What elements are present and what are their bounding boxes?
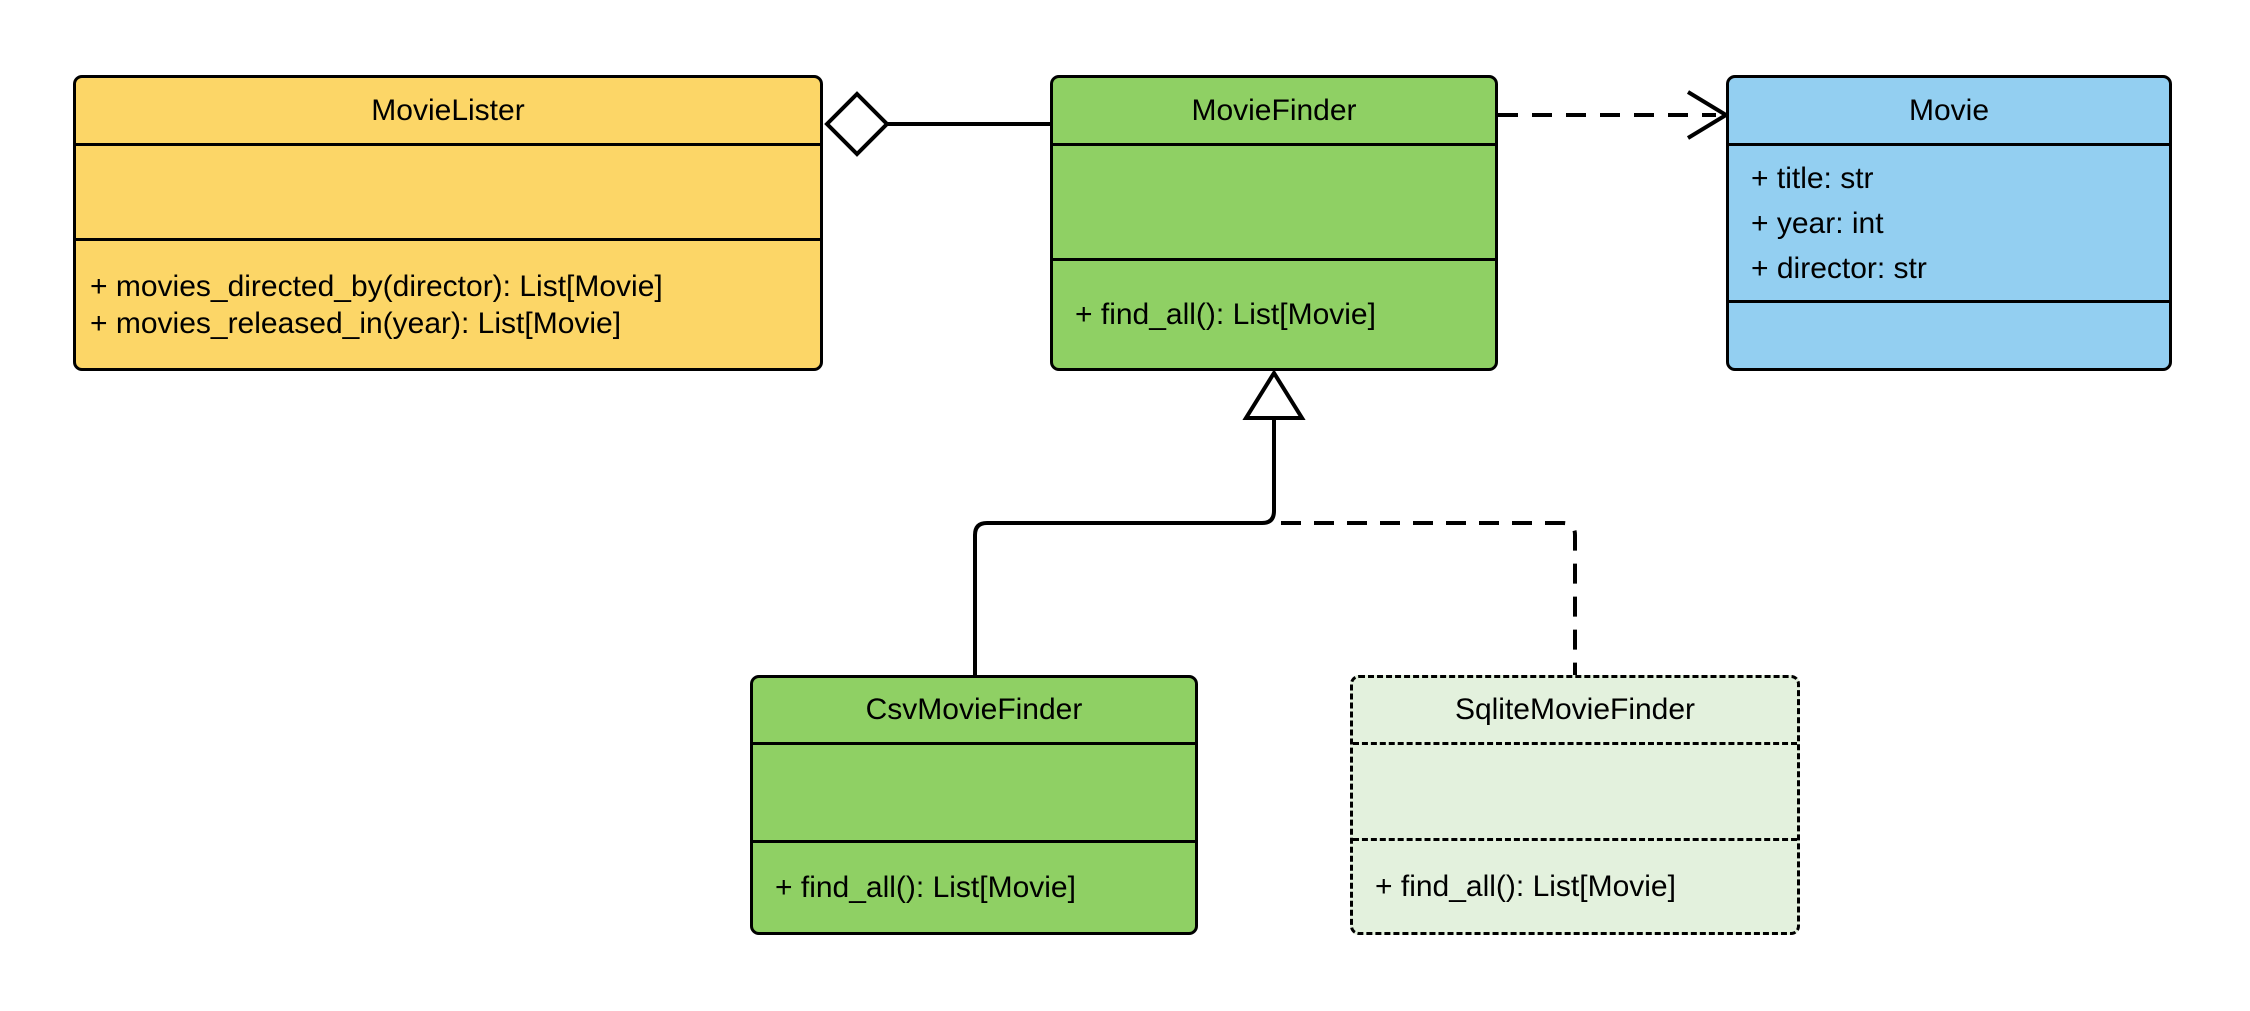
generalization-link-sqlite [1281,521,1577,675]
generalization-link-csv [973,418,1276,675]
generalization-triangle-icon [1242,369,1306,420]
class-moviefinder-title: MovieFinder [1191,93,1357,127]
class-movie-attributes: + title: str + year: int + director: str [1729,143,2169,300]
class-csvmoviefinder-attributes [753,742,1195,840]
class-movielister: MovieLister + movies_directed_by(directo… [73,75,823,371]
class-csvmoviefinder-title: CsvMovieFinder [865,693,1083,726]
class-movie-title: Movie [1908,93,1990,127]
aggregation-diamond-icon [824,91,890,157]
class-movielister-methods: + movies_directed_by(director): List[Mov… [76,238,820,368]
class-sqlitemoviefinder-title: SqliteMovieFinder [1454,693,1696,726]
class-movie-methods [1729,300,2169,368]
class-movie: Movie + title: str + year: int + directo… [1726,75,2172,371]
class-sqlitemoviefinder-methods: + find_all(): List[Movie] [1353,838,1797,932]
class-sqlitemoviefinder: SqliteMovieFinder + find_all(): List[Mov… [1350,675,1800,935]
class-movielister-title: MovieLister [371,93,525,127]
class-csvmoviefinder-methods: + find_all(): List[Movie] [753,840,1195,932]
class-moviefinder: MovieFinder + find_all(): List[Movie] [1050,75,1498,371]
class-moviefinder-attributes [1053,143,1495,258]
class-moviefinder-methods: + find_all(): List[Movie] [1053,258,1495,368]
class-csvmoviefinder: CsvMovieFinder + find_all(): List[Movie] [750,675,1198,935]
class-sqlitemoviefinder-attributes [1353,742,1797,838]
class-movielister-attributes [76,143,820,238]
